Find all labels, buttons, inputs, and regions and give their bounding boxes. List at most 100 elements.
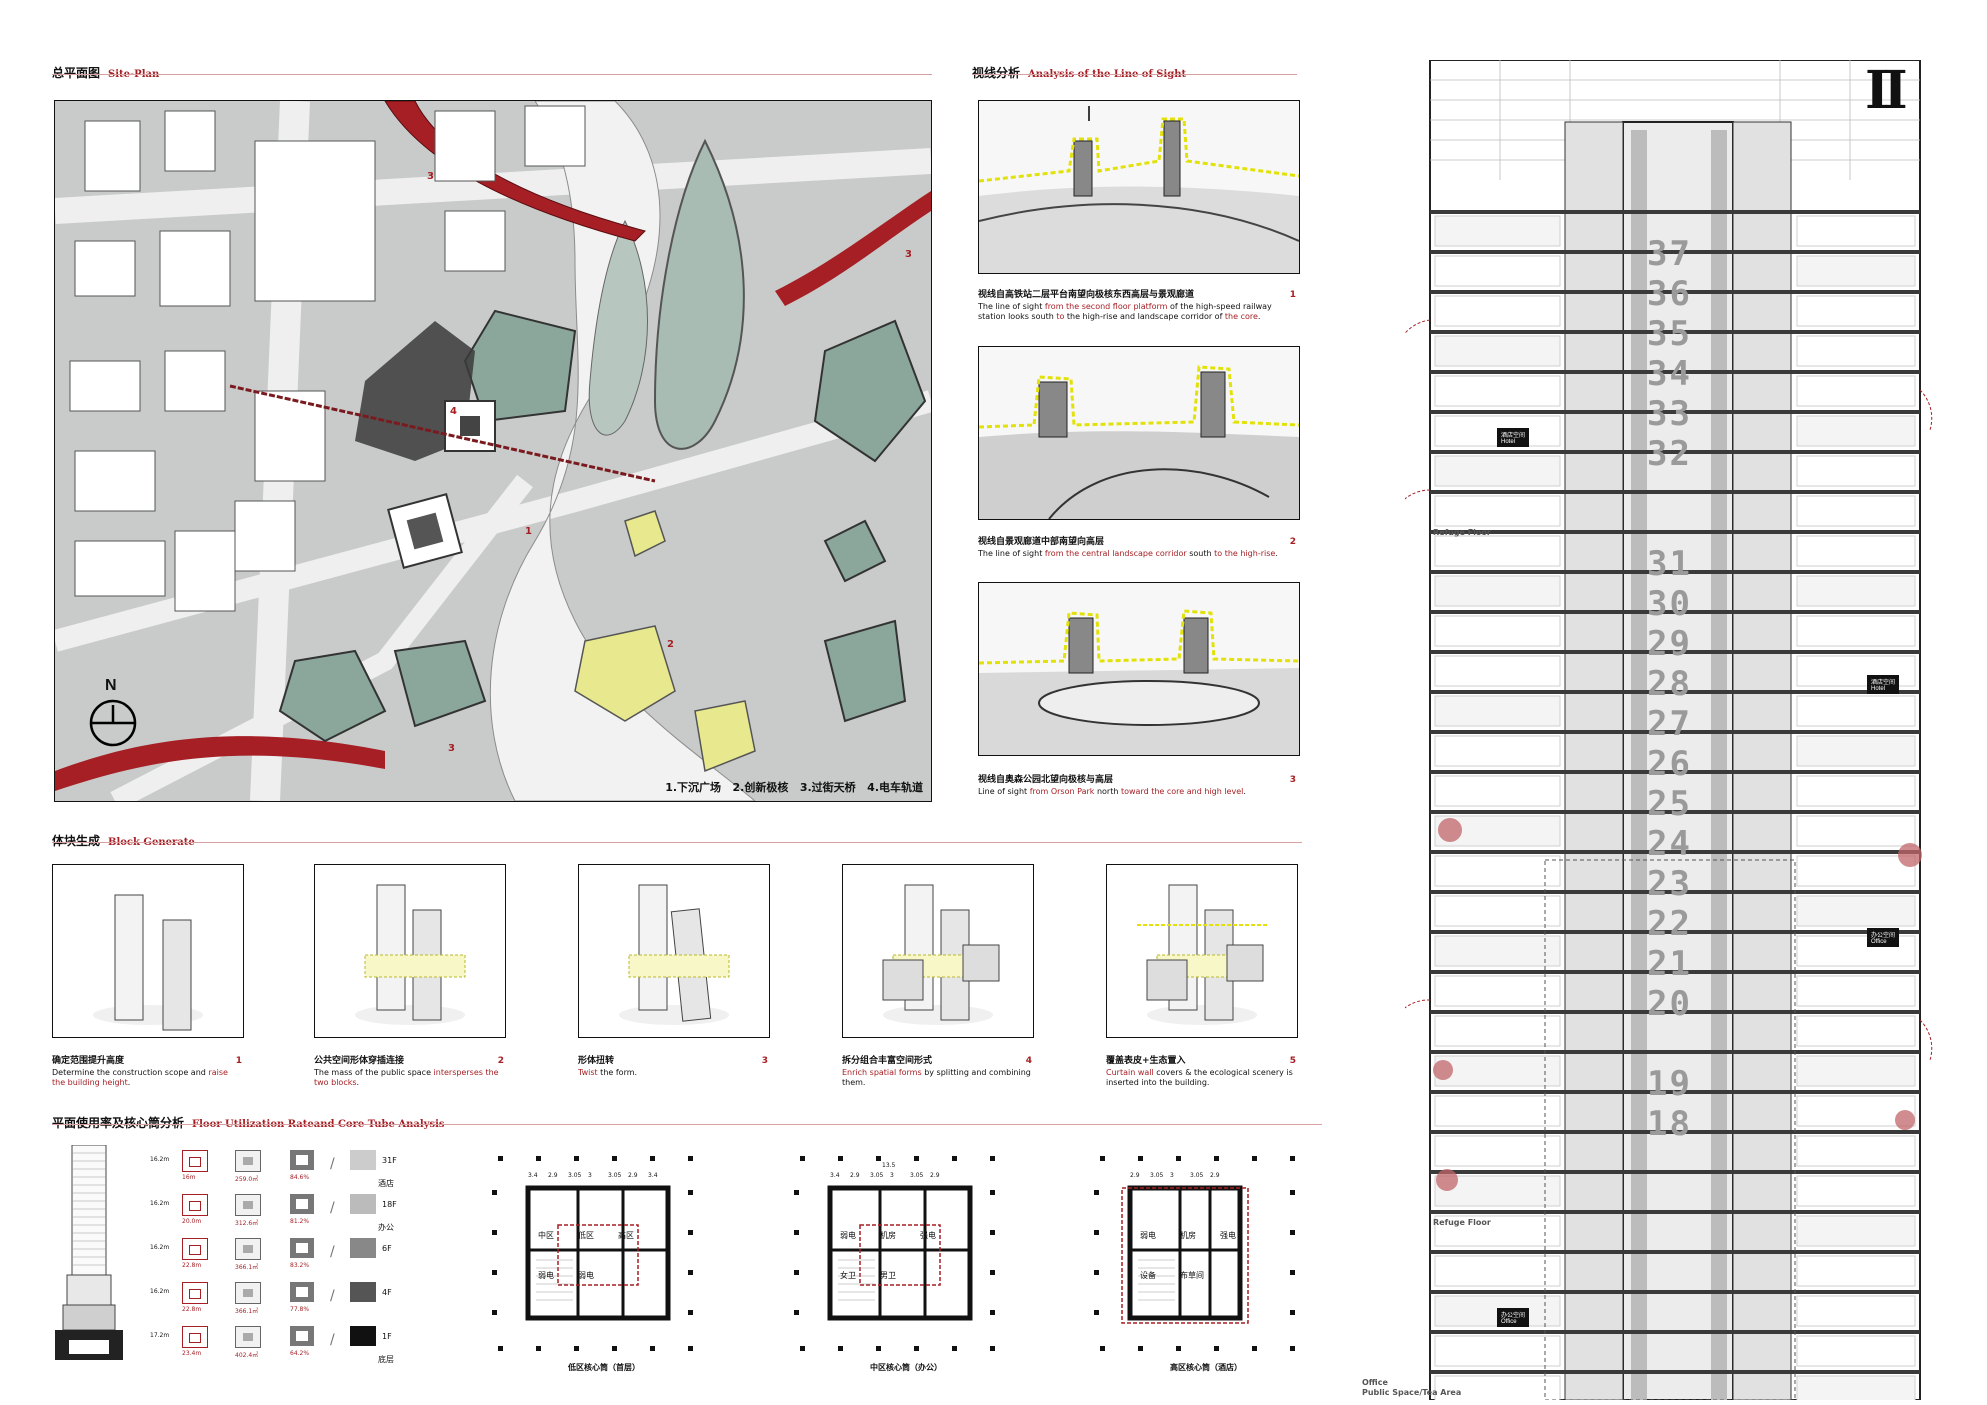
floor-number: 25 bbox=[1647, 784, 1692, 824]
room-left bbox=[1434, 1255, 1561, 1287]
core-plan-room: 强电 bbox=[1220, 1231, 1236, 1240]
util-floor-swatch bbox=[350, 1150, 376, 1170]
label-office: Office bbox=[1362, 1378, 1388, 1387]
section-bottom-labels: Office Public Space/Tea Area bbox=[1362, 1378, 1461, 1398]
util-floor: 4F bbox=[382, 1288, 392, 1297]
core-plan-dim: 3.05 bbox=[870, 1172, 884, 1179]
util-outline bbox=[182, 1150, 208, 1172]
sight-sketch-3 bbox=[978, 582, 1300, 756]
util-slash: / bbox=[330, 1156, 335, 1172]
floor-slab bbox=[1430, 770, 1920, 774]
floor-slab bbox=[1430, 410, 1920, 414]
room-right bbox=[1796, 935, 1916, 967]
sight-caption-3-en-a: Line of sight bbox=[978, 787, 1030, 796]
util-dim: 23.4m bbox=[182, 1350, 202, 1357]
room-right bbox=[1796, 855, 1916, 887]
util-row: 17.2m 23.4m 402.4㎡ 64.2% / 1F 底层 bbox=[150, 1324, 450, 1364]
block-step-1-en-red: raise the building height bbox=[52, 1068, 228, 1087]
block-step-5-drawing bbox=[1106, 864, 1298, 1038]
room-left bbox=[1434, 335, 1561, 367]
util-outline bbox=[182, 1238, 208, 1260]
floor-slab bbox=[1430, 810, 1920, 814]
tower-stack-diagram bbox=[55, 1144, 123, 1360]
core-plan-dim: 2.9 bbox=[548, 1172, 558, 1179]
sign-office-1-zh: 办公空间 bbox=[1871, 933, 1896, 939]
room-right bbox=[1796, 1295, 1916, 1327]
util-slash: / bbox=[330, 1244, 335, 1260]
room-right bbox=[1796, 815, 1916, 847]
core-plan-top-dim: 13.5 bbox=[882, 1162, 896, 1169]
util-row: 16.2m 20.0m 312.6㎡ 81.2% / 18F 办公 bbox=[150, 1192, 450, 1232]
util-floor: 6F bbox=[382, 1244, 392, 1253]
core-plan-2-drawing bbox=[794, 1156, 995, 1351]
sight-sketch-1-drawing bbox=[979, 101, 1299, 273]
floor-number: 18 bbox=[1647, 1104, 1692, 1144]
block-title-zh: 体块生成 bbox=[52, 834, 101, 848]
floor-number: 32 bbox=[1647, 434, 1692, 474]
floor-util-title-zh: 平面使用率及核心筒分析 bbox=[52, 1116, 185, 1130]
block-step-1-drawing bbox=[52, 864, 244, 1038]
site-plan-heading: 总平面图Site-Plan bbox=[52, 64, 159, 81]
block-step-2-caption: 公共空间形体穿插连接 2 The mass of the public spac… bbox=[314, 1056, 504, 1088]
util-core-box bbox=[290, 1150, 314, 1170]
sight-caption-2-en-b: from the central landscape corridor bbox=[1044, 549, 1187, 558]
floor-slab bbox=[1430, 1010, 1920, 1014]
block-step-2-zh: 公共空间形体穿插连接 bbox=[314, 1056, 405, 1066]
room-left bbox=[1434, 535, 1561, 567]
sight-caption-3-en-d: toward the core and high level bbox=[1120, 787, 1244, 796]
block-step-5-en-red: Curtain wall bbox=[1106, 1068, 1154, 1077]
sight-caption-2-en-a: The line of sight bbox=[978, 549, 1045, 558]
floor-number: 37 bbox=[1647, 234, 1692, 274]
sight-title-zh: 视线分析 bbox=[972, 66, 1021, 80]
floor-number: 19 bbox=[1647, 1064, 1692, 1104]
core-plan-room: 机房 bbox=[880, 1231, 896, 1240]
core-plan-room: 女卫 bbox=[840, 1271, 856, 1280]
util-dim: 22.8m bbox=[182, 1262, 202, 1269]
room-right bbox=[1796, 1375, 1916, 1405]
util-row: 16.2m 22.8m 366.1㎡ 77.8% / 4F bbox=[150, 1280, 450, 1320]
sign-hotel-1-en: Hotel bbox=[1501, 439, 1516, 445]
north-label: N bbox=[105, 677, 117, 694]
util-height: 17.2m bbox=[150, 1332, 170, 1339]
block-step-4-num: 4 bbox=[1025, 1056, 1032, 1066]
core-plan-room: 弱电 bbox=[578, 1271, 594, 1280]
floor-util-rule bbox=[52, 1124, 1322, 1125]
sign-hotel-2-en: Hotel bbox=[1871, 686, 1886, 692]
util-area-box bbox=[235, 1282, 261, 1304]
room-left bbox=[1434, 895, 1561, 927]
room-left bbox=[1434, 695, 1561, 727]
util-zone: 办公 bbox=[378, 1223, 394, 1232]
floor-slab bbox=[1430, 1370, 1920, 1374]
block-step-4-zh: 拆分组合丰富空间形式 bbox=[842, 1056, 933, 1066]
util-core-box bbox=[290, 1326, 314, 1346]
util-pct: 84.6% bbox=[290, 1174, 310, 1181]
room-left bbox=[1434, 615, 1561, 647]
block-step-2-en-b: . bbox=[356, 1078, 360, 1087]
core-plan-room: 弱电 bbox=[840, 1231, 856, 1240]
block-step-5-icon bbox=[1137, 884, 1267, 1025]
util-height: 16.2m bbox=[150, 1200, 170, 1207]
util-area: 402.4㎡ bbox=[235, 1352, 259, 1359]
floor-number: 29 bbox=[1647, 624, 1692, 664]
floor-number: 26 bbox=[1647, 744, 1692, 784]
floor-slab bbox=[1430, 610, 1920, 614]
util-floor-swatch bbox=[350, 1282, 376, 1302]
core-plan-1-title: 低区核心筒（首层） bbox=[568, 1363, 640, 1372]
sight-caption-2-en-e: . bbox=[1275, 549, 1278, 558]
room-left bbox=[1434, 935, 1561, 967]
room-right bbox=[1796, 1055, 1916, 1087]
sight-caption-3-zh: 视线自奥森公园北望向极核与高层 bbox=[978, 775, 1114, 785]
util-dim: 22.8m bbox=[182, 1306, 202, 1313]
sight-caption-1-zh: 视线自高铁站二层平台南望向极核东西高层与景观廊道 bbox=[978, 290, 1195, 300]
core-plan-3-drawing bbox=[1094, 1156, 1295, 1351]
util-pct: 83.2% bbox=[290, 1262, 310, 1269]
floor-slab bbox=[1430, 1210, 1920, 1214]
block-step-5-caption: 覆盖表皮+生态置入 5 Curtain wall covers & the ec… bbox=[1106, 1056, 1296, 1088]
core-plan-dim: 3.05 bbox=[1150, 1172, 1164, 1179]
sign-office-2-en: Office bbox=[1501, 1319, 1517, 1325]
tower-stack-icon bbox=[55, 1144, 123, 1360]
core-plan-room: 强电 bbox=[920, 1231, 936, 1240]
room-right bbox=[1796, 535, 1916, 567]
room-left bbox=[1434, 1135, 1561, 1167]
